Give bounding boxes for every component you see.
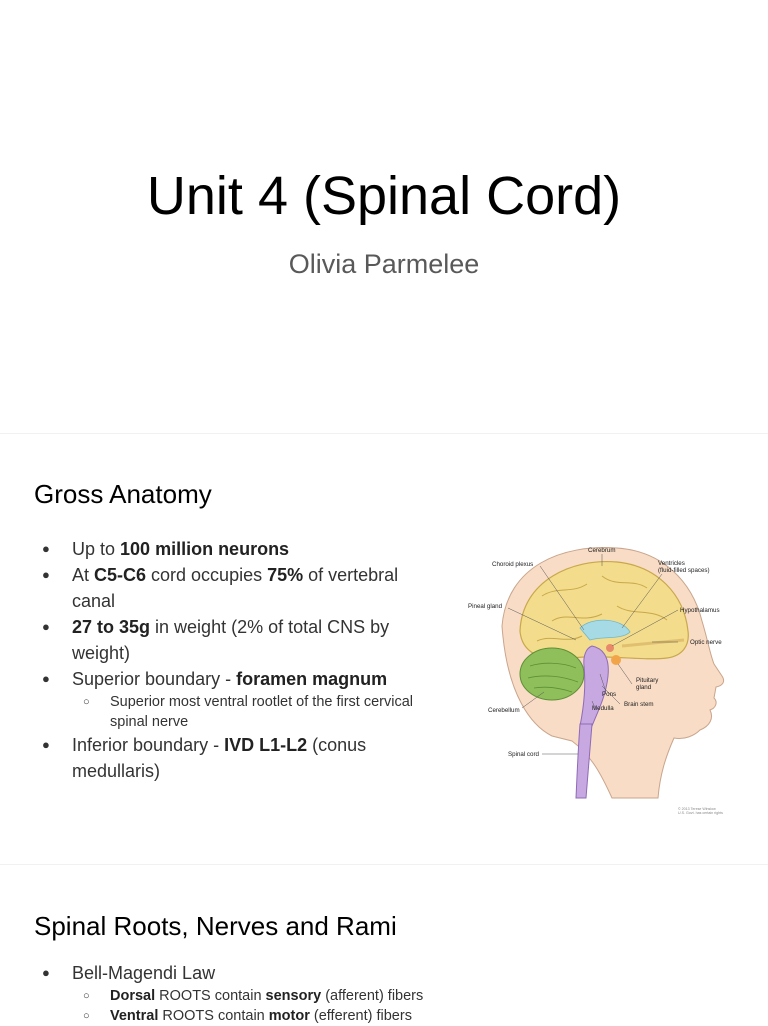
bold-text-run: 27 to 35g bbox=[72, 617, 151, 637]
bold-text-run: sensory bbox=[265, 988, 322, 1004]
label-cerebellum: Cerebellum bbox=[488, 707, 520, 714]
label-ventricles: Ventricles bbox=[658, 560, 685, 567]
sub-bullet-item: ○ Dorsal ROOTS contain sensory (afferent)… bbox=[0, 986, 700, 1006]
hollow-bullet-icon: ○ bbox=[83, 1010, 90, 1022]
text-run: (conus medullaris) bbox=[72, 735, 367, 781]
slide-divider bbox=[0, 433, 768, 434]
bold-text-run: 75% bbox=[267, 565, 304, 585]
spinal-roots-bullets: ● Bell-Magendi Law ○ Dorsal ROOTS contain s… bbox=[0, 960, 700, 1026]
bullet-item: ● Bell-Magendi Law bbox=[0, 960, 700, 986]
sub-bullet-item: ○ Ventral ROOTS contain motor (efferent) … bbox=[0, 1006, 700, 1026]
text-run: Superior boundary - bbox=[72, 669, 237, 689]
bold-text-run: C5-C6 bbox=[94, 565, 147, 585]
label-brain-stem: Brain stem bbox=[624, 701, 654, 708]
brain-anatomy-illustration: Cerebrum Choroid plexus Ventricles (flui… bbox=[468, 547, 725, 815]
bullet-dot-icon: ● bbox=[42, 965, 50, 980]
text-run: Inferior boundary - bbox=[72, 735, 225, 755]
text-run: cord occupies bbox=[146, 565, 268, 585]
bullet-dot-icon: ● bbox=[42, 541, 50, 556]
text-run: Up to bbox=[72, 539, 121, 559]
label-cerebrum: Cerebrum bbox=[588, 547, 616, 554]
bold-text-run: 100 million neurons bbox=[120, 539, 290, 559]
text-run: Superior most ventral rootlet of the fir… bbox=[110, 694, 414, 730]
text-run: ROOTS contain bbox=[158, 1008, 269, 1024]
brain-anatomy-figure: Cerebrum Choroid plexus Ventricles (flui… bbox=[452, 536, 736, 816]
bullet-item: ● At C5-C6 cord occupies 75% of vertebral… bbox=[0, 562, 440, 614]
bullet-dot-icon: ● bbox=[42, 567, 50, 582]
bullet-dot-icon: ● bbox=[42, 671, 50, 686]
label-hypothalamus: Hypothalamus bbox=[680, 607, 720, 614]
text-run: At bbox=[72, 565, 95, 585]
text-run: in weight (2% of total CNS by weight) bbox=[72, 617, 390, 663]
figure-copyright: © 2013 Terese Winslow bbox=[678, 807, 716, 811]
text-run: of vertebral canal bbox=[72, 565, 399, 611]
text-run: (efferent) fibers bbox=[309, 1008, 412, 1024]
bold-text-run: Ventral bbox=[110, 1008, 159, 1024]
bold-text-run: IVD L1-L2 bbox=[224, 735, 308, 755]
spinal-roots-title: Spinal Roots, Nerves and Rami bbox=[34, 911, 397, 941]
author-name: Olivia Parmelee bbox=[288, 249, 480, 279]
label-pineal-gland: Pineal gland bbox=[468, 603, 503, 610]
gross-anatomy-title: Gross Anatomy bbox=[34, 479, 212, 509]
spinal-cord-shape bbox=[575, 723, 593, 799]
label-medulla: Medulla bbox=[592, 705, 614, 712]
cerebellum-shape bbox=[519, 647, 585, 701]
label-ventricles-sub: (fluid-filled spaces) bbox=[658, 567, 710, 574]
label-pons: Pons bbox=[602, 691, 616, 698]
bullet-item: ● Superior boundary - foramen magnum bbox=[0, 666, 440, 692]
bullet-item: ● 27 to 35g in weight (2% of total CNS by… bbox=[0, 614, 440, 666]
page-title: Unit 4 (Spinal Cord) bbox=[146, 166, 622, 226]
slide-divider bbox=[0, 864, 768, 865]
figure-copyright-sub: U.S. Govt. has certain rights bbox=[678, 811, 723, 815]
optic-nerve-shape bbox=[621, 638, 685, 648]
bullet-item: ● Inferior boundary - IVD L1-L2 (conus me… bbox=[0, 732, 440, 784]
text-run: (afferent) fibers bbox=[321, 988, 424, 1004]
sub-bullet-item: ○ Superior most ventral rootlet of the fi… bbox=[0, 692, 440, 732]
bullet-item: ● Up to 100 million neurons bbox=[0, 536, 440, 562]
text-run: Bell-Magendi Law bbox=[72, 963, 216, 983]
bullet-dot-icon: ● bbox=[42, 619, 50, 634]
label-pituitary-sub: gland bbox=[636, 684, 652, 691]
gross-anatomy-bullets: ● Up to 100 million neurons ● At C5-C6 cord… bbox=[0, 536, 440, 784]
label-pituitary: Pituitary bbox=[636, 677, 659, 684]
hollow-bullet-icon: ○ bbox=[83, 696, 90, 708]
ventricles-shape bbox=[579, 619, 631, 641]
title-slide: Unit 4 (Spinal Cord) Olivia Parmelee bbox=[0, 0, 768, 432]
hollow-bullet-icon: ○ bbox=[83, 990, 90, 1002]
bold-text-run: Dorsal bbox=[110, 988, 156, 1004]
label-spinal-cord: Spinal cord bbox=[508, 751, 540, 758]
bullet-dot-icon: ● bbox=[42, 737, 50, 752]
bold-text-run: motor bbox=[268, 1008, 310, 1024]
pituitary-shape bbox=[611, 655, 621, 665]
text-run: ROOTS contain bbox=[155, 988, 266, 1004]
label-choroid-plexus: Choroid plexus bbox=[492, 561, 533, 568]
label-optic-nerve: Optic nerve bbox=[690, 639, 722, 646]
bold-text-run: foramen magnum bbox=[236, 669, 388, 689]
